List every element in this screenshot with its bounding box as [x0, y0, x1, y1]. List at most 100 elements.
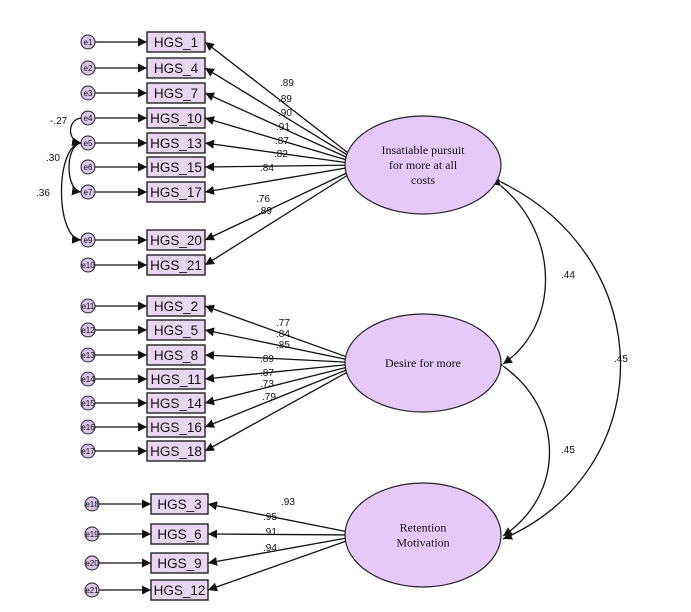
error-label: e20	[85, 559, 99, 568]
indicator-label: HGS_17	[150, 185, 202, 200]
error-label: e21	[85, 586, 99, 595]
error-term-e18	[84, 496, 100, 512]
indicator-label: HGS_9	[157, 556, 201, 571]
error-term-e19	[84, 526, 100, 542]
indicator-label: HGS_12	[154, 583, 206, 598]
error-term-e16	[80, 419, 96, 435]
indicator-label: HGS_18	[150, 444, 202, 459]
indicator-label: HGS_8	[154, 348, 198, 363]
correlation-value: .45	[561, 445, 575, 456]
latent-label: for more at all	[389, 158, 458, 172]
latent-f3	[344, 482, 502, 588]
indicator-label: HGS_2	[154, 299, 198, 314]
loading-path	[204, 162, 352, 172]
loading-value: .89	[260, 354, 274, 365]
indicator-label: HGS_7	[154, 86, 198, 101]
loading-value: .82	[274, 149, 288, 160]
loading-value: .87	[260, 368, 274, 379]
indicator-label: HGS_5	[154, 323, 198, 338]
loading-value: .84	[260, 163, 274, 174]
indicator-box-hgs_17	[146, 181, 206, 203]
latent-label: Motivation	[396, 536, 449, 550]
loading-path	[204, 365, 352, 406]
indicator-box-hgs_10	[146, 107, 206, 129]
indicator-box-hgs_14	[146, 392, 206, 414]
indicator-box-hgs_21	[146, 254, 206, 276]
loading-value: .85	[276, 340, 290, 351]
loading-value: .90	[278, 108, 292, 119]
error-label: e12	[81, 326, 95, 335]
indicator-label: HGS_4	[154, 61, 199, 76]
error-term-e12	[80, 322, 96, 338]
factor-correlation-f1-f3	[490, 173, 622, 540]
error-label: e14	[81, 375, 95, 384]
latent-label: Desire for more	[385, 356, 461, 370]
indicator-box-hgs_9	[150, 552, 209, 574]
loading-path	[204, 139, 352, 164]
loading-path	[204, 172, 352, 266]
error-term-e2	[80, 60, 96, 76]
loading-path	[204, 116, 352, 162]
correlation-value: .45	[614, 354, 628, 365]
error-covariance	[69, 112, 91, 147]
error-term-e6	[80, 159, 96, 175]
loading-value: .94	[263, 543, 277, 554]
indicator-box-hgs_20	[146, 229, 206, 251]
indicator-label: HGS_14	[150, 396, 202, 411]
error-label: e3	[84, 89, 93, 98]
latent-f2	[344, 313, 502, 413]
latent-label: costs	[411, 173, 435, 187]
latent-label: Insatiable pursuit	[382, 143, 466, 157]
error-covariance	[60, 137, 91, 244]
indicator-label: HGS_11	[151, 372, 202, 387]
latent-label: Retention	[400, 521, 447, 535]
error-term-e14	[80, 371, 96, 387]
error-term-e11	[80, 298, 96, 314]
indicator-box-hgs_16	[146, 416, 206, 438]
error-term-e7	[80, 184, 96, 200]
loading-value: .89	[280, 78, 294, 89]
error-label: e13	[81, 351, 95, 360]
indicator-label: HGS_16	[150, 420, 202, 435]
error-term-e5	[80, 135, 96, 151]
indicator-box-hgs_18	[146, 440, 206, 462]
error-term-e4	[80, 110, 96, 126]
indicator-label: HGS_1	[154, 35, 198, 50]
loading-value: .76	[256, 194, 270, 205]
error-label: e7	[84, 188, 93, 197]
error-label: e19	[85, 530, 99, 539]
error-label: e6	[84, 163, 93, 172]
indicator-label: HGS_3	[157, 497, 201, 512]
indicator-label: HGS_10	[150, 111, 202, 126]
error-label: e5	[84, 139, 93, 148]
loading-path	[207, 501, 352, 534]
indicator-label: HGS_21	[150, 258, 202, 273]
loading-path	[204, 304, 352, 360]
correlation-value: .44	[561, 270, 575, 281]
loading-value: .79	[262, 392, 276, 403]
indicator-box-hgs_7	[146, 82, 206, 104]
loading-value: .89	[278, 94, 292, 105]
indicator-label: HGS_15	[150, 160, 202, 175]
error-label: e17	[81, 447, 95, 456]
indicator-box-hgs_8	[146, 344, 206, 366]
error-term-e20	[84, 555, 100, 571]
loading-path	[207, 538, 352, 592]
loading-value: .93	[281, 497, 295, 508]
error-term-e3	[80, 85, 96, 101]
loading-value: .77	[276, 318, 290, 329]
error-label: e15	[81, 399, 95, 408]
indicator-box-hgs_12	[150, 579, 209, 601]
loading-value: .91	[263, 527, 277, 538]
error-label: e4	[84, 114, 93, 123]
indicator-label: HGS_13	[150, 136, 202, 151]
loading-value: .87	[275, 136, 289, 147]
indicator-box-hgs_3	[150, 493, 209, 515]
loading-path	[207, 529, 352, 539]
loading-path	[204, 166, 352, 195]
indicator-box-hgs_6	[150, 523, 209, 545]
loading-path	[204, 327, 352, 361]
indicator-label: HGS_6	[157, 527, 201, 542]
loading-path	[204, 369, 352, 452]
